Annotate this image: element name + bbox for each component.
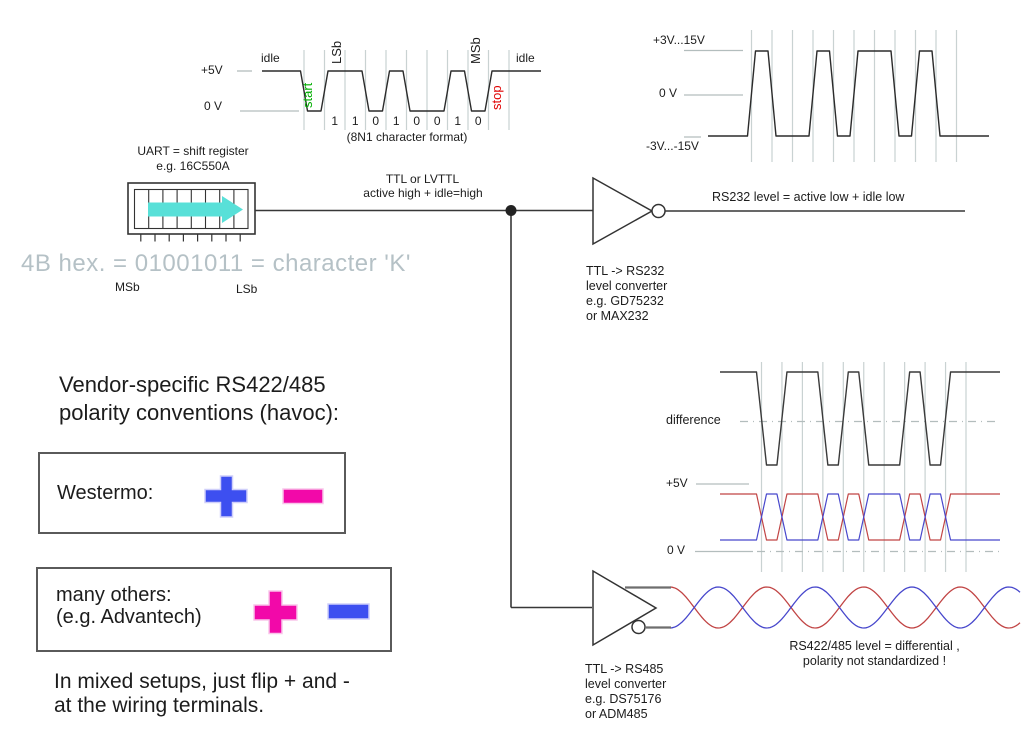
ttl-bit-value: 0 bbox=[372, 114, 379, 128]
many-others-label-line1: many others: bbox=[56, 584, 172, 606]
shift-arrow-icon bbox=[148, 196, 243, 223]
many-others-box bbox=[36, 567, 392, 652]
uart-msb-label: MSb bbox=[115, 280, 140, 294]
stop-bit-label: stop bbox=[489, 85, 504, 110]
rs232-converter-line: level converter bbox=[586, 279, 668, 293]
rs232-top-label: +3V...15V bbox=[653, 33, 705, 47]
rs232-converter-caption: TTL -> RS232 level converter e.g. GD7523… bbox=[586, 264, 667, 324]
uart-lsb-label: LSb bbox=[236, 282, 258, 296]
ttl-idle-left-label: idle bbox=[261, 51, 280, 65]
rs232-signal-trace bbox=[708, 50, 989, 137]
mixed-setup-note-line1: In mixed setups, just flip + and - bbox=[54, 670, 350, 693]
westermo-minus-symbol bbox=[282, 488, 324, 505]
ttl-wire-label-line2: active high + idle=high bbox=[363, 186, 483, 200]
mixed-setup-note-line2: at the wiring terminals. bbox=[54, 694, 265, 717]
start-bit-label: start bbox=[300, 82, 315, 108]
westermo-label: Westermo: bbox=[57, 482, 154, 504]
rs232-converter-line: e.g. GD75232 bbox=[586, 294, 664, 308]
uart-title-line1: UART = shift register bbox=[137, 144, 249, 158]
rs485-converter-line: or ADM485 bbox=[585, 707, 648, 721]
ttl-idle-right-label: idle bbox=[516, 51, 535, 65]
diff-zero-label: 0 V bbox=[667, 543, 686, 557]
ttl-waveform bbox=[262, 70, 541, 112]
rs232-level-label: RS232 level = active low + idle low bbox=[712, 190, 905, 204]
rs485-level-label-line1: RS422/485 level = differential , bbox=[789, 639, 960, 653]
rs232-converter-line: TTL -> RS232 bbox=[586, 264, 665, 278]
rs485-converter-caption: TTL -> RS485 level converter e.g. DS7517… bbox=[585, 662, 666, 722]
msb-marker-label: MSb bbox=[468, 37, 483, 64]
rs485-output-stubs bbox=[625, 586, 671, 629]
ttl-bit-value: 1 bbox=[331, 114, 338, 128]
westermo-box bbox=[38, 452, 346, 534]
vendor-title-line2: polarity conventions (havoc): bbox=[59, 400, 340, 425]
difference-label: difference bbox=[666, 413, 721, 427]
diff-gridlines bbox=[760, 362, 967, 572]
ttl-bit-value: 1 bbox=[454, 114, 461, 128]
rs485-converter-line: level converter bbox=[585, 677, 667, 691]
diff-high-label: +5V bbox=[666, 476, 688, 490]
uart-title-line2: e.g. 16C550A bbox=[156, 159, 230, 173]
rs232-converter-line: or MAX232 bbox=[586, 309, 649, 323]
wire-junction-dot bbox=[505, 205, 517, 216]
others-plus-symbol bbox=[253, 590, 298, 635]
ttl-bit-value: 0 bbox=[475, 114, 482, 128]
ttl-bit-value: 0 bbox=[434, 114, 441, 128]
rs485-converter-line: TTL -> RS485 bbox=[585, 662, 664, 676]
format-caption: (8N1 character format) bbox=[346, 130, 468, 144]
difference-signal-trace bbox=[720, 371, 1000, 466]
rs232-zero-label: 0 V bbox=[659, 86, 678, 100]
ab-pair-waveforms bbox=[720, 493, 1000, 541]
ttl-bit-value: 1 bbox=[352, 114, 359, 128]
braid-wire-b bbox=[669, 586, 1021, 629]
ttl-wire-label-line1: TTL or LVTTL bbox=[385, 172, 460, 186]
rs232-bottom-label: -3V...-15V bbox=[646, 139, 699, 153]
difference-waveform bbox=[720, 371, 1000, 466]
line-a-trace bbox=[720, 493, 1000, 541]
level-lines bbox=[237, 49, 753, 553]
vendor-title-line1: Vendor-specific RS422/485 bbox=[59, 372, 326, 397]
ttl-bit-value: 0 bbox=[413, 114, 420, 128]
dash-dot-reference-lines bbox=[740, 420, 1000, 553]
line-b-trace bbox=[720, 493, 1000, 541]
rs485-level-label-line2: polarity not standardized ! bbox=[802, 654, 947, 668]
rs485-converter-line: e.g. DS75176 bbox=[585, 692, 662, 706]
uart-shift-register bbox=[127, 182, 256, 242]
register-bit-ticks bbox=[140, 234, 241, 242]
ttl-signal-trace bbox=[262, 70, 541, 112]
ttl-zero-label: 0 V bbox=[204, 99, 223, 113]
rs485-driver-symbol bbox=[592, 569, 658, 647]
lsb-marker-label: LSb bbox=[329, 40, 344, 64]
others-minus-symbol bbox=[327, 603, 370, 620]
rs232-waveform bbox=[708, 50, 989, 137]
westermo-plus-symbol bbox=[204, 475, 248, 518]
rs232-inverter-symbol bbox=[592, 176, 666, 246]
wires bbox=[255, 209, 965, 609]
differential-braid bbox=[669, 586, 1021, 629]
braid-wire-a bbox=[669, 586, 1021, 629]
ttl-bit-value: 1 bbox=[393, 114, 400, 128]
hex-value-note: 4B hex. = 01001011 = character 'K' bbox=[21, 250, 411, 277]
many-others-label-line2: (e.g. Advantech) bbox=[56, 606, 202, 628]
ttl-high-label: +5V bbox=[201, 63, 223, 77]
